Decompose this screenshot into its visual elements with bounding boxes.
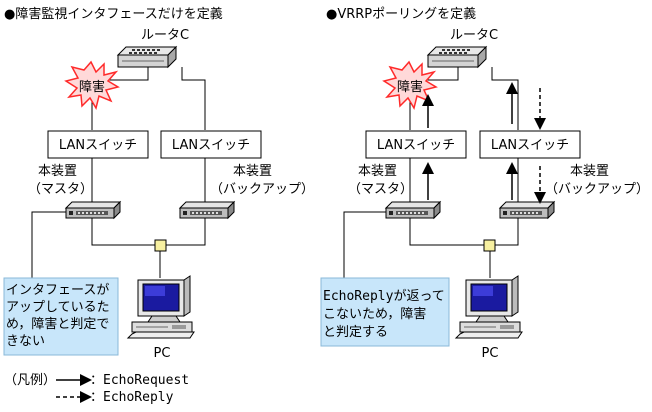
left-backup-device-icon: [179, 201, 235, 219]
right-master-line2: （マスタ）: [348, 182, 413, 197]
right-links: [343, 67, 519, 278]
legend-reply-label: ：EchoReply: [90, 390, 174, 405]
right-switch-b: [479, 130, 581, 159]
left-backup-line1: 本装置: [233, 164, 272, 179]
left-switch-a: [47, 130, 149, 159]
right-master-line1: 本装置: [358, 164, 397, 179]
right-pc-label: PC: [482, 346, 499, 361]
left-title: ●障害監視インタフェースだけを定義: [4, 6, 223, 22]
right-echo-request-arrows: [422, 82, 518, 200]
right-pc-icon: [455, 275, 523, 339]
left-router-icon: [117, 46, 177, 68]
left-master-line1: 本装置: [38, 164, 77, 179]
left-switch-b-label: LANスイッチ: [172, 138, 250, 153]
left-connector-icon: [154, 239, 167, 252]
left-fault-burst: 障害: [64, 60, 120, 110]
left-fault-label: 障害: [79, 79, 105, 95]
right-master-device-icon: [385, 201, 441, 219]
legend-title: （凡例）: [4, 373, 56, 388]
right-router-icon: [427, 46, 487, 68]
left-note-box: [3, 277, 119, 356]
left-panel: ●障害監視インタフェースだけを定義 ルータC 障害 LANスイッチ LANスイッ…: [3, 6, 314, 361]
right-panel: ●VRRPポーリングを定義 ルータC 障害 LANスイッチ LANスイッチ 本装…: [320, 6, 649, 361]
right-switch-a: [365, 130, 467, 159]
right-backup-device-icon: [499, 201, 555, 219]
left-switch-b: [160, 130, 262, 159]
legend-request-label: ：EchoRequest: [90, 373, 189, 388]
left-master-line2: （マスタ）: [28, 182, 93, 197]
right-connector-icon: [483, 239, 496, 252]
left-pc-label: PC: [154, 346, 171, 361]
right-switch-b-label: LANスイッチ: [491, 138, 569, 153]
left-router-label: ルータC: [141, 28, 189, 43]
right-backup-line2: （バックアップ）: [545, 182, 649, 197]
right-switch-a-label: LANスイッチ: [377, 138, 455, 153]
legend: （凡例） ：EchoRequest ：EchoReply: [4, 373, 189, 405]
right-fault-label: 障害: [397, 79, 423, 95]
left-pc-icon: [127, 275, 195, 339]
right-backup-line1: 本装置: [570, 164, 609, 179]
right-note-box: [320, 277, 450, 347]
left-note-text: インタフェースが アップしているた め，障害と判定で きない: [6, 283, 114, 349]
left-switch-a-label: LANスイッチ: [59, 138, 137, 153]
right-title: ●VRRPポーリングを定義: [326, 6, 476, 22]
right-note-text: EchoReplyが返って こないため，障害 と判定する: [323, 289, 449, 340]
right-router-label: ルータC: [450, 28, 498, 43]
left-backup-line2: （バックアップ）: [210, 182, 314, 197]
left-master-device-icon: [65, 201, 121, 219]
